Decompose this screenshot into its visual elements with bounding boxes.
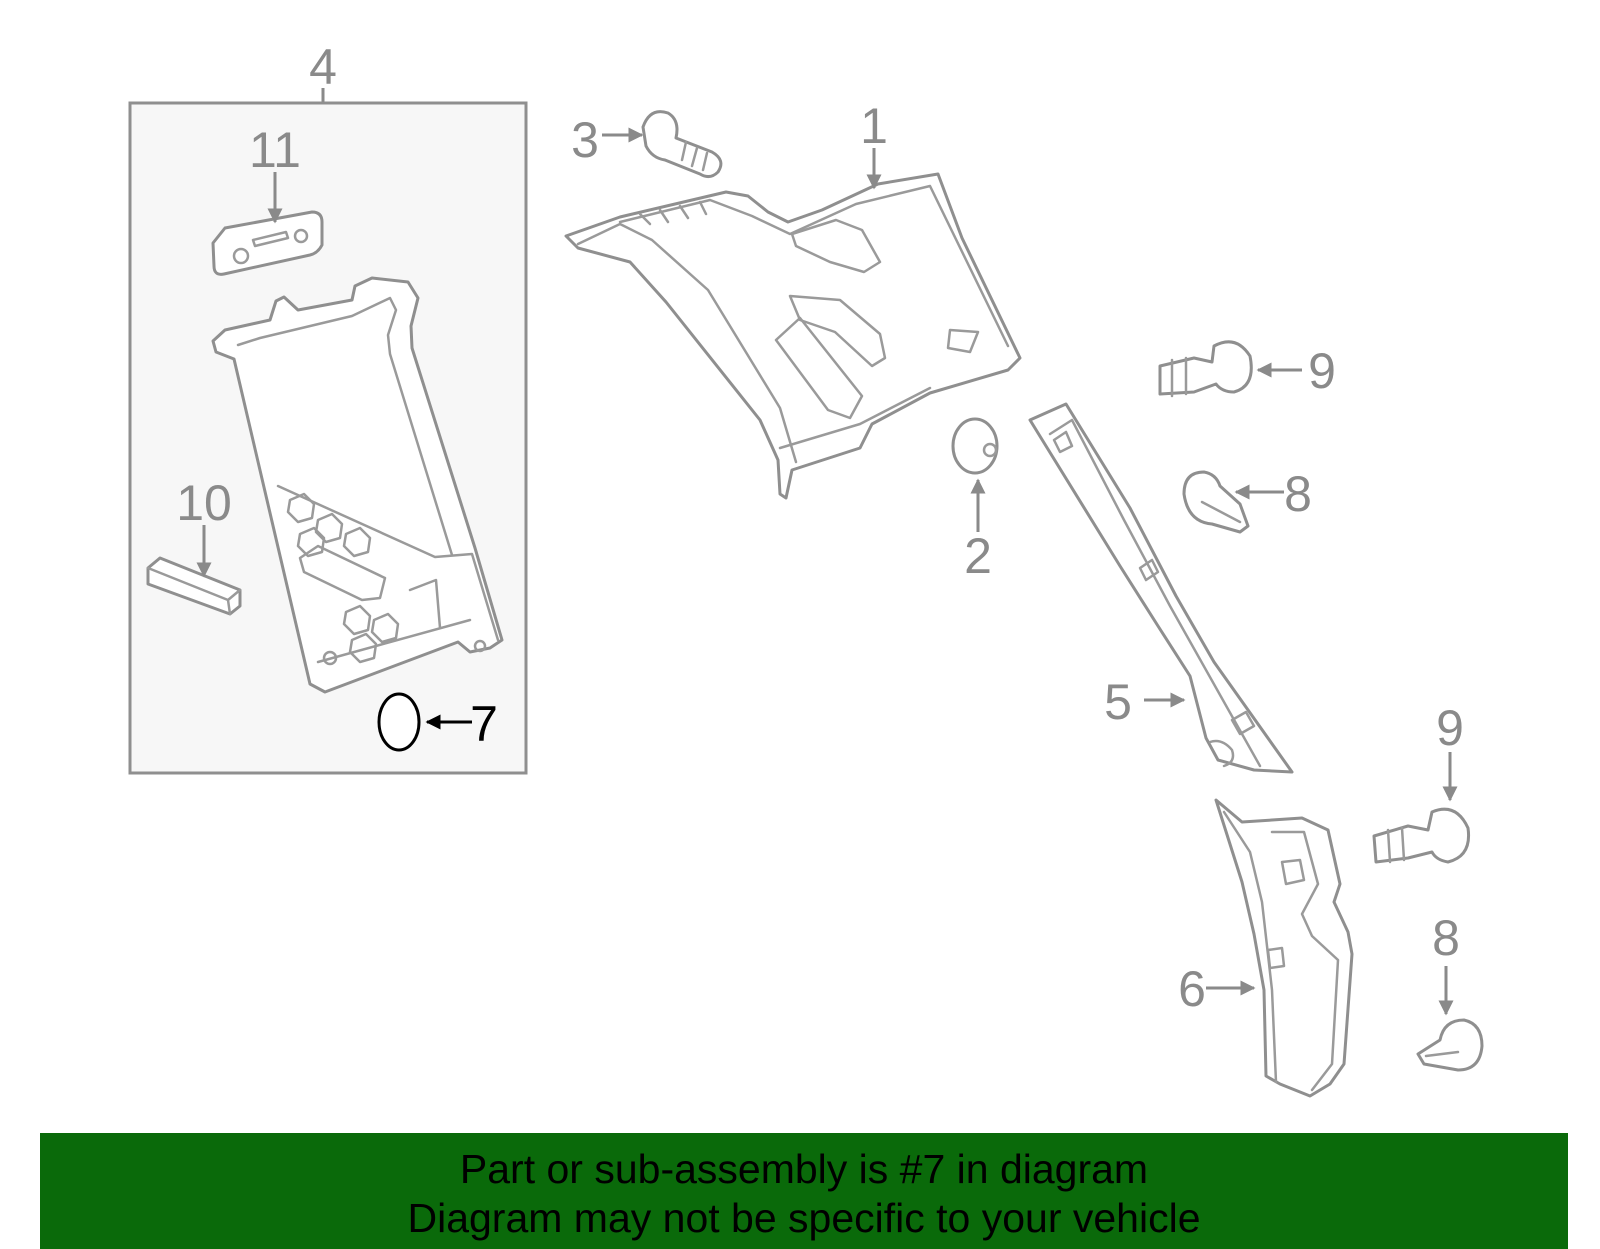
info-banner: Part or sub-assembly is #7 in diagram Di… <box>40 1133 1568 1249</box>
part-10-pad[interactable] <box>146 556 242 616</box>
callout-8-upper: 8 <box>1284 466 1312 522</box>
part-5-garnish[interactable] <box>1028 402 1294 774</box>
part-6-lower-trim[interactable] <box>1214 798 1354 1098</box>
banner-line-1: Part or sub-assembly is #7 in diagram <box>459 1146 1149 1192</box>
part-8-clip-upper[interactable] <box>1182 470 1250 534</box>
callout-8-lower: 8 <box>1432 910 1460 966</box>
banner-line-2: Diagram may not be specific to your vehi… <box>407 1195 1201 1241</box>
part-1-quarter-panel[interactable] <box>564 172 1022 500</box>
callout-11: 11 <box>249 122 301 178</box>
callout-6: 6 <box>1178 961 1206 1017</box>
part-2-cap[interactable] <box>951 417 999 475</box>
part-9-clip-upper[interactable] <box>1158 340 1253 398</box>
part-9-clip-lower[interactable] <box>1372 807 1471 864</box>
callout-10: 10 <box>176 475 232 531</box>
callout-9-upper: 9 <box>1308 343 1336 399</box>
part-11-bracket[interactable] <box>211 210 324 276</box>
part-3-screw[interactable] <box>641 110 723 179</box>
part-8-clip-lower[interactable] <box>1416 1018 1484 1072</box>
callout-9-lower: 9 <box>1436 700 1464 756</box>
callout-7: 7 <box>470 696 498 752</box>
callout-5: 5 <box>1104 674 1132 730</box>
pillar-trim-panel[interactable] <box>211 276 504 694</box>
part-7-clip[interactable] <box>377 692 421 752</box>
callout-2: 2 <box>964 528 992 584</box>
callout-4: 4 <box>309 39 337 95</box>
callout-3: 3 <box>571 112 599 168</box>
callout-1: 1 <box>860 98 888 154</box>
